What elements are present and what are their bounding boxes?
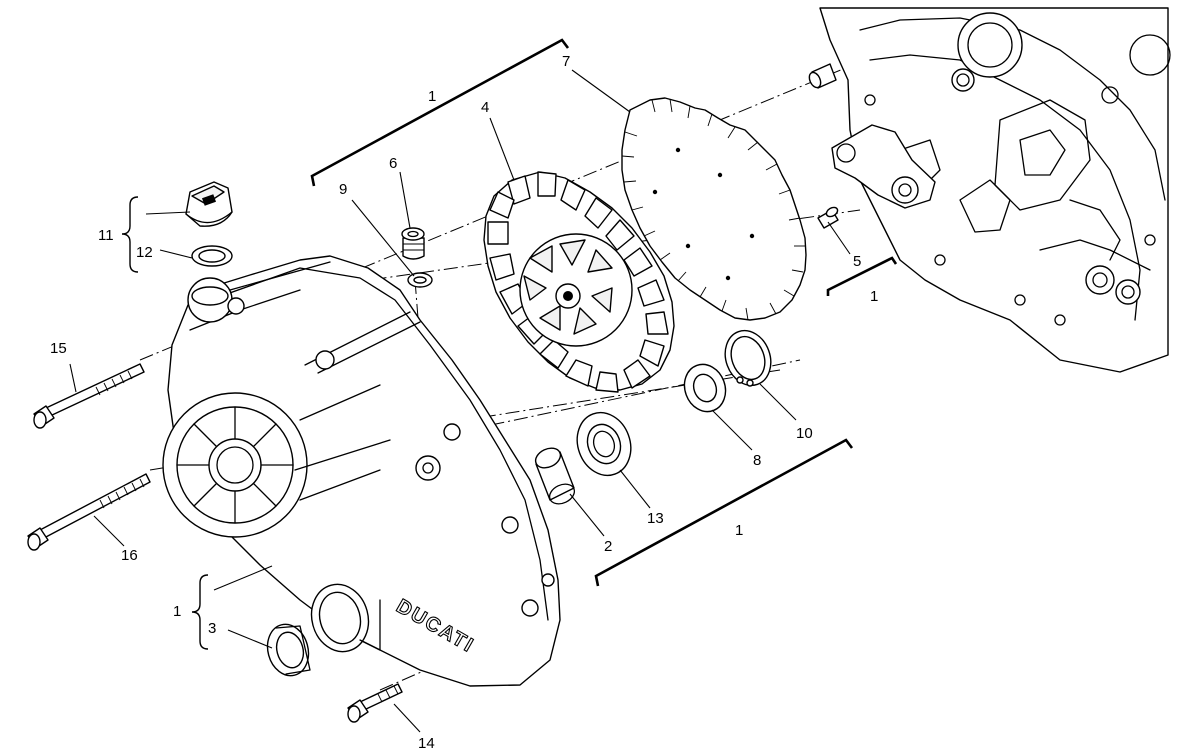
callout-4: 4 bbox=[481, 99, 489, 116]
callout-16: 16 bbox=[121, 547, 138, 564]
gear-rotor-4 bbox=[483, 171, 675, 393]
callout-12: 12 bbox=[136, 244, 153, 261]
callout-6: 6 bbox=[389, 155, 397, 172]
callout-1-top: 1 bbox=[428, 88, 436, 105]
thrust-washer-8 bbox=[683, 363, 727, 413]
filler-cap-11 bbox=[185, 181, 233, 227]
bolt-14 bbox=[347, 683, 403, 723]
callout-7: 7 bbox=[562, 53, 570, 70]
bolt-16 bbox=[27, 473, 151, 551]
callout-11: 11 bbox=[98, 227, 114, 244]
drain-plug-6 bbox=[401, 227, 425, 260]
leader-lines bbox=[69, 69, 851, 733]
dowel-pin bbox=[808, 63, 837, 89]
bushing-2 bbox=[534, 447, 576, 505]
circlip-10 bbox=[724, 329, 772, 387]
assembly-brackets bbox=[121, 38, 898, 650]
callout-labels: 1 4 7 6 9 11 12 5 1 15 10 8 13 2 1 16 1 … bbox=[50, 53, 878, 752]
callout-8: 8 bbox=[753, 452, 761, 469]
callout-1-right: 1 bbox=[870, 288, 878, 305]
callout-13: 13 bbox=[647, 510, 664, 527]
callout-1-left: 1 bbox=[173, 603, 181, 620]
callout-2: 2 bbox=[604, 538, 612, 555]
mounting-lug bbox=[831, 124, 936, 209]
clutch-cover: DUCATI bbox=[162, 255, 561, 687]
clutch-plate-7 bbox=[621, 97, 807, 321]
sealing-washer-9 bbox=[407, 272, 433, 288]
o-ring-12 bbox=[191, 245, 233, 267]
callout-5: 5 bbox=[853, 253, 861, 270]
callout-15: 15 bbox=[50, 340, 67, 357]
callout-14: 14 bbox=[418, 735, 435, 752]
callout-1-bottom: 1 bbox=[735, 522, 743, 539]
callout-10: 10 bbox=[796, 425, 813, 442]
oil-seal-3 bbox=[266, 623, 311, 677]
crankcase-half bbox=[819, 7, 1171, 373]
callout-9: 9 bbox=[339, 181, 347, 198]
callout-3: 3 bbox=[208, 620, 216, 637]
bearing-13 bbox=[576, 411, 632, 477]
screw-5 bbox=[817, 206, 839, 229]
bolt-15 bbox=[33, 363, 145, 429]
